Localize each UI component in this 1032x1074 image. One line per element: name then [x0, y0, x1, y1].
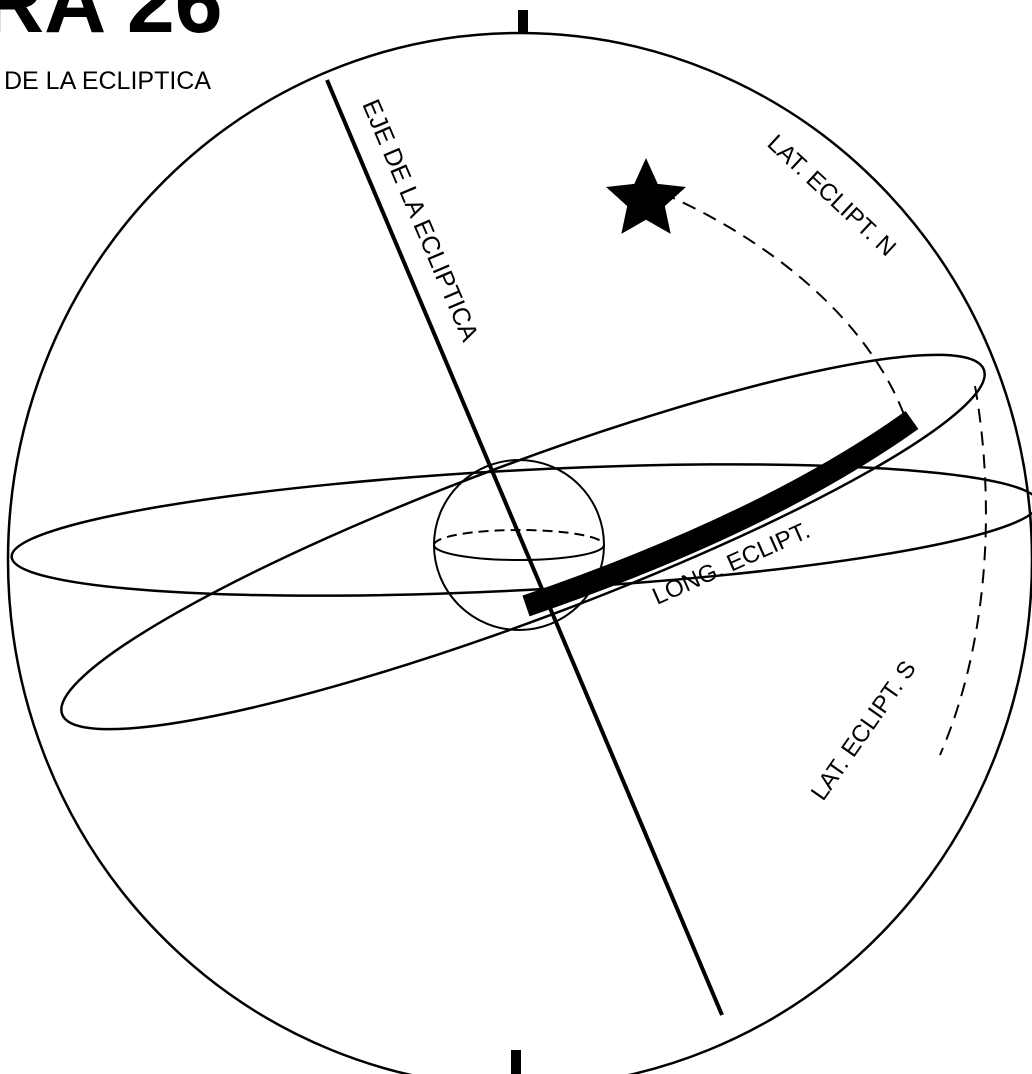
figure-number: RA 26 [0, 0, 223, 51]
earth-sphere [434, 460, 604, 630]
celestial-sphere-outline [8, 33, 1032, 1074]
star-icon [606, 158, 686, 234]
figure-subtitle: DE LA ECLIPTICA [4, 67, 211, 95]
latitude-north-label: LAT. ECLIPT. N [762, 130, 901, 262]
north-pole-marker [518, 10, 528, 34]
earth-equator-front [434, 545, 604, 560]
latitude-south-arc [940, 386, 986, 755]
ecliptic-axis-label: EJE DE LA ECLIPTICA [356, 95, 483, 345]
latitude-south-label: LAT. ECLIPT. S [806, 656, 922, 806]
south-pole-marker [511, 1050, 521, 1074]
